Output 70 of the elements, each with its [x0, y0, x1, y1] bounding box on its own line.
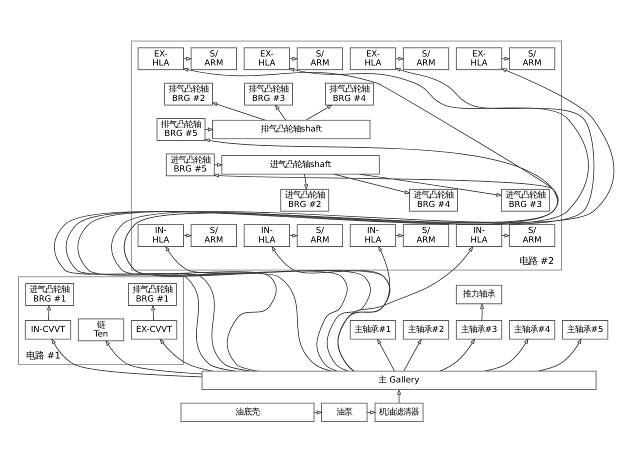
- node-box: S/ ARM: [402, 46, 450, 70]
- node-box: S/ ARM: [402, 224, 450, 246]
- arrow: [212, 102, 266, 120]
- node-box: EX- HLA: [138, 46, 184, 70]
- arrow: [366, 410, 376, 414]
- arrow: [377, 338, 395, 371]
- node-box: 主轴承#3: [456, 320, 502, 340]
- arrow: [204, 126, 214, 132]
- arrow: [304, 173, 308, 190]
- node-box: 进气凸轮轴 BRG #3: [500, 188, 550, 212]
- node-box: 排气凸轮轴 BRG #2: [164, 82, 213, 105]
- node-box: S/ ARM: [508, 46, 556, 70]
- node-box: 主 Gallery: [202, 370, 596, 390]
- node-box: S/ ARM: [508, 224, 556, 246]
- arrow: [501, 233, 510, 238]
- node-box: 主轴承#2: [402, 320, 450, 340]
- arrow: [159, 338, 214, 372]
- node-box: IN- HLA: [138, 224, 184, 246]
- node-box: S/ ARM: [296, 224, 344, 246]
- arrow: [274, 104, 286, 120]
- node-box: 油底壳: [180, 402, 314, 422]
- node-box: 排气凸轮轴 BRG #3: [244, 82, 293, 105]
- arrow: [395, 233, 404, 238]
- arrow: [480, 302, 484, 320]
- node-box: 进气凸轮轴 BRG #5: [166, 153, 215, 176]
- node-box: 排气凸轮轴 BRG #5: [156, 118, 206, 140]
- arrow: [183, 233, 192, 238]
- node-box: 进气凸轮轴 BRG #2: [280, 188, 330, 212]
- node-box: 链 Ten: [78, 318, 124, 341]
- node-box: 主轴承#5: [562, 320, 608, 340]
- node-box: 主轴承#1: [350, 320, 396, 340]
- arrow: [306, 104, 333, 120]
- node-box: 机油滤清器: [374, 402, 424, 422]
- node-box: 进气凸轮轴 BRG #4: [409, 188, 458, 212]
- node-box: S/ ARM: [190, 224, 237, 246]
- node-box: IN-CVVT: [24, 320, 72, 340]
- arrow: [396, 388, 402, 403]
- arrow: [124, 172, 559, 371]
- node-box: 排气凸轮轴 BRG #1: [128, 282, 177, 306]
- arrow: [289, 233, 298, 238]
- arrow: [538, 338, 582, 371]
- node-box: EX- HLA: [350, 46, 396, 70]
- node-box: IN- HLA: [244, 224, 290, 246]
- arrow: [151, 304, 156, 320]
- node-box: 主轴承#4: [508, 320, 556, 340]
- node-box: 油泵: [321, 402, 368, 422]
- node-box: 排气凸轮轴 BRG #4: [324, 82, 374, 105]
- arrow: [358, 173, 502, 196]
- node-box: S/ ARM: [296, 46, 344, 70]
- node-box: 进气凸轮轴shaft: [221, 154, 380, 174]
- arrow: [440, 338, 476, 371]
- node-box: EX- HLA: [244, 46, 290, 70]
- node-box: IN- HLA: [350, 224, 396, 246]
- arrow: [214, 162, 224, 166]
- node-box: S/ ARM: [190, 46, 237, 70]
- arrow: [334, 173, 411, 194]
- node-box: 推力轴承: [456, 284, 502, 304]
- arrow: [314, 410, 323, 414]
- node-box: EX- HLA: [456, 46, 502, 70]
- node-box: IN- HLA: [456, 224, 502, 246]
- node-box: 进气凸轮轴 BRG #1: [25, 282, 74, 306]
- arrow: [46, 304, 51, 320]
- arrow: [105, 339, 202, 374]
- node-box: 排气凸轮轴shaft: [212, 119, 370, 139]
- arrow: [51, 338, 202, 377]
- arrow: [165, 245, 390, 371]
- arrow: [124, 138, 558, 371]
- arrow: [484, 338, 529, 372]
- node-box: EX-CVVT: [130, 320, 178, 340]
- arrow: [403, 338, 422, 371]
